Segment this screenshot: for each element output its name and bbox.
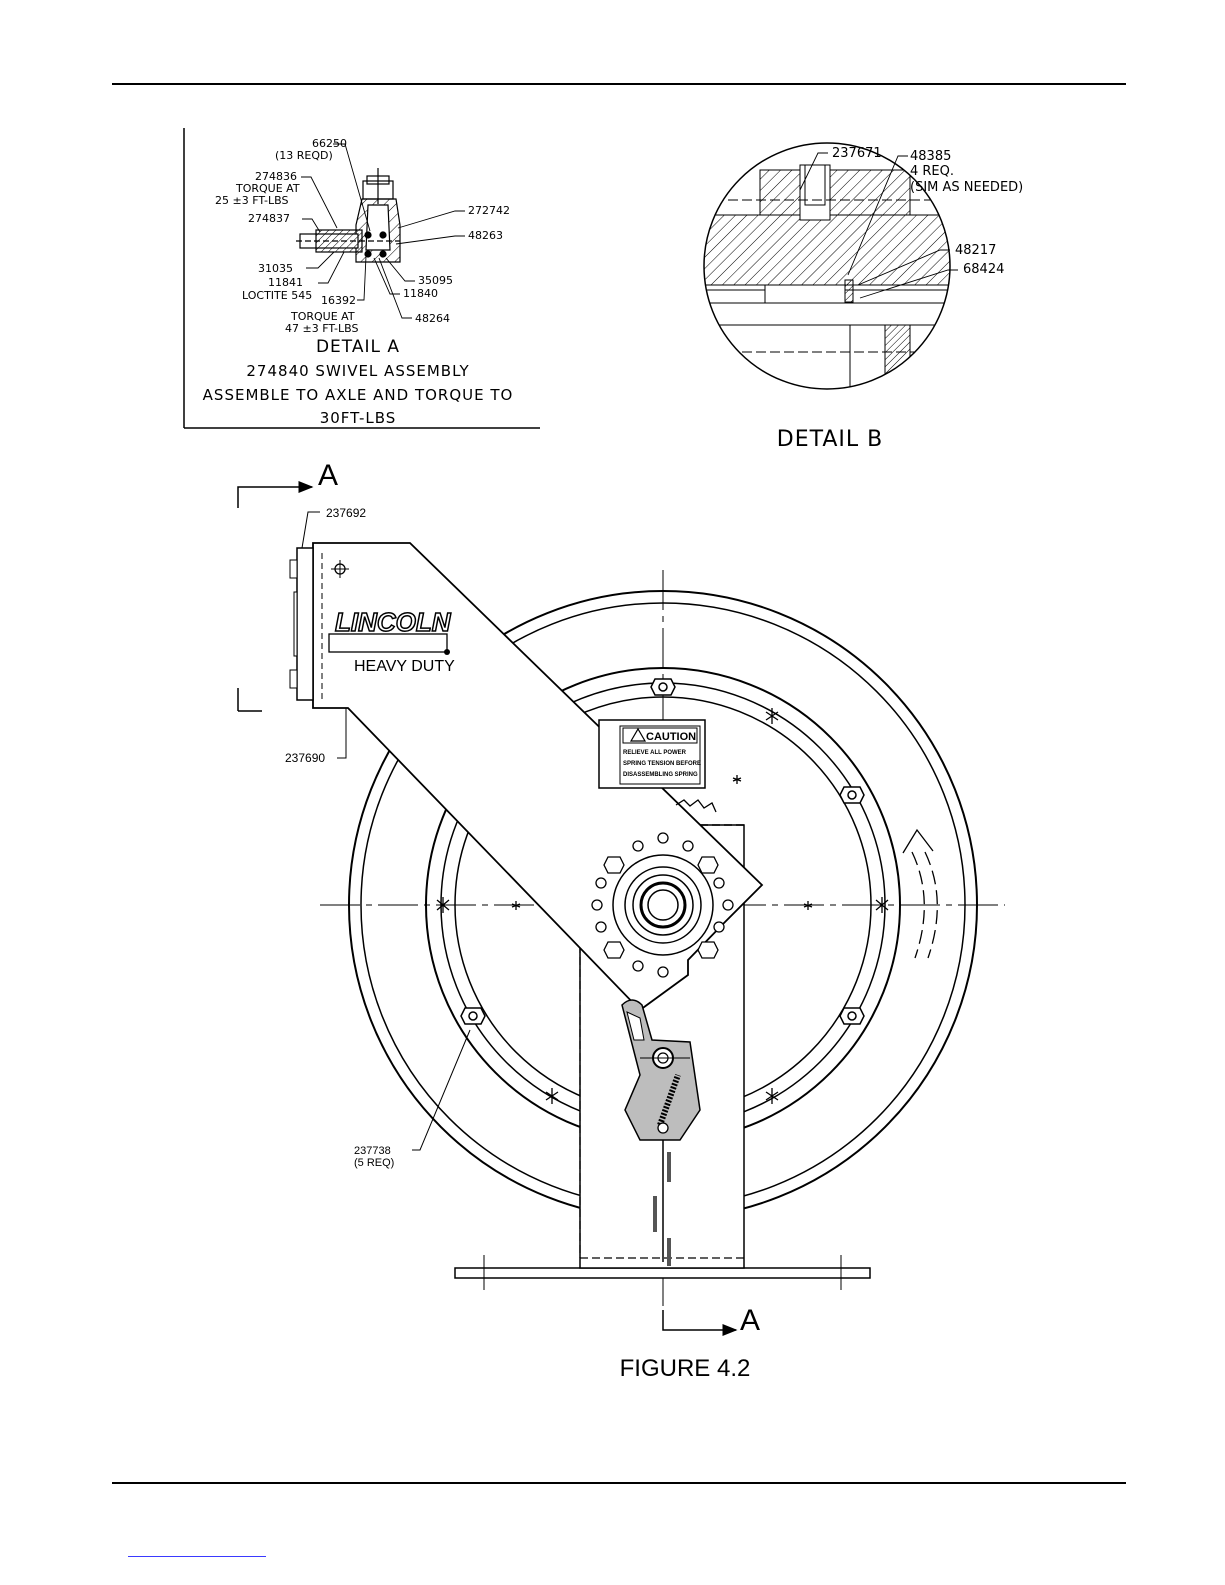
detail-a-leaders: [301, 143, 465, 319]
footer-rule: [112, 1482, 1126, 1484]
callout-31035: 31035: [258, 262, 293, 275]
spring-latch-pawl: [621, 999, 701, 1266]
callout-48263: 48263: [468, 229, 503, 242]
callout-66250: 66250: [312, 137, 347, 150]
ratchet-teeth: [675, 799, 717, 813]
reel-hub: [612, 854, 714, 956]
hose-reel-front-view: A: [237, 459, 1005, 1382]
callout-48385-qty: 4 REQ.: [910, 164, 954, 179]
detail-a-caption-line1: 274840 SWIVEL ASSEMBLY: [246, 362, 469, 380]
brand-logo-text: LINCOLN: [335, 607, 452, 637]
callout-16392: 16392: [321, 294, 356, 307]
callout-237690: 237690: [285, 751, 325, 765]
brand-subtitle: HEAVY DUTY: [354, 658, 455, 675]
header-rule: [112, 83, 1126, 85]
section-arrow-bottom: [662, 1310, 738, 1336]
callout-237692: 237692: [326, 506, 366, 520]
callout-274836-torque-value: 25 ±3 FT-LBS: [215, 194, 288, 207]
detail-a-caption-line3: 30FT-LBS: [320, 409, 397, 427]
callout-48385: 48385: [910, 149, 951, 164]
callout-48217: 48217: [955, 243, 996, 258]
rotation-direction-arrow: [902, 828, 938, 959]
caution-label: CAUTION RELIEVE ALL POWER SPRING TENSION…: [598, 719, 706, 789]
callout-11841-note: LOCTITE 545: [242, 289, 312, 302]
callout-272742: 272742: [468, 204, 510, 217]
callout-48264: 48264: [415, 312, 450, 325]
callout-274836: 274836: [255, 170, 297, 183]
callout-16392-torque-value: 47 ±3 FT-LBS: [285, 322, 358, 335]
caution-line3: DISASSEMBLING SPRING: [623, 772, 698, 778]
swivel-assembly-drawing: [296, 168, 401, 263]
caution-line1: RELIEVE ALL POWER: [623, 750, 687, 756]
callout-237738: 237738: [354, 1145, 391, 1157]
callout-237738-qty: (5 REQ): [354, 1157, 394, 1169]
lincoln-logo: LINCOLN: [328, 606, 453, 655]
detail-a: 66250 (13 REQD) 274836 TORQUE AT 25 ±3 F…: [183, 128, 540, 429]
hub-bolt-circle: [591, 832, 734, 978]
callout-66250-qty: (13 REQD): [275, 149, 333, 162]
figure-caption: FIGURE 4.2: [620, 1355, 751, 1382]
section-arrow-top: [237, 481, 314, 712]
callout-274837: 274837: [248, 212, 290, 225]
callout-237671: 237671: [832, 146, 882, 161]
main-leaders: [301, 511, 471, 1151]
detail-b-leaders: [799, 152, 958, 299]
footer-link-underline[interactable]: [128, 1556, 266, 1557]
caution-line2: SPRING TENSION BEFORE: [623, 761, 701, 767]
callout-11840: 11840: [403, 287, 438, 300]
section-label-top: A: [318, 459, 338, 492]
callout-68424: 68424: [963, 262, 1004, 277]
detail-b-title: DETAIL B: [777, 427, 883, 452]
callout-35095: 35095: [418, 274, 453, 287]
detail-a-caption-line2: ASSEMBLE TO AXLE AND TORQUE TO: [203, 386, 514, 404]
detail-a-title: DETAIL A: [316, 337, 400, 357]
callout-274836-torque: TORQUE AT: [235, 182, 300, 195]
callout-11841: 11841: [268, 276, 303, 289]
caution-title: CAUTION: [646, 731, 696, 743]
section-label-bottom: A: [740, 1304, 760, 1337]
detail-b: 237671 48385 4 REQ. (SIM AS NEEDED) 4821…: [703, 142, 1023, 452]
warning-triangle-icon: [629, 727, 647, 742]
callout-48385-note: (SIM AS NEEDED): [910, 180, 1023, 195]
callout-16392-torque: TORQUE AT: [290, 310, 355, 323]
